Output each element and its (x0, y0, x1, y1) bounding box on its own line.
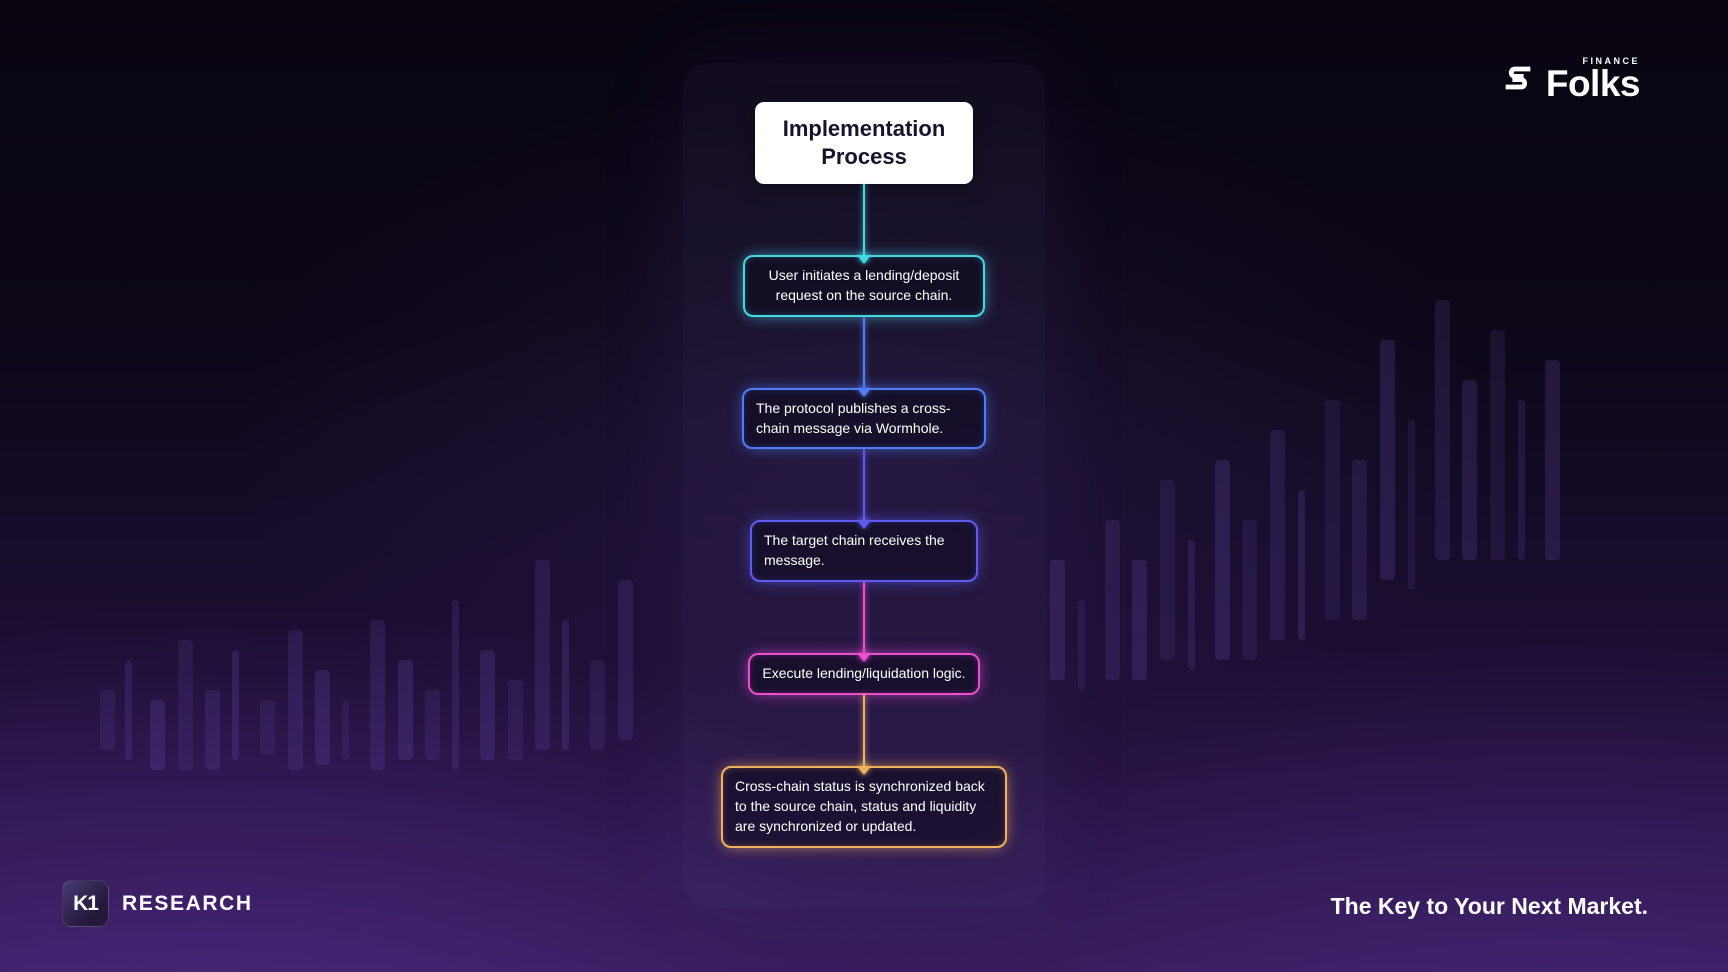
flow-step-text: Execute lending/liquidation logic. (762, 665, 966, 682)
flowchart-steps: User initiates a lending/deposit request… (721, 183, 1007, 848)
flow-step-1: User initiates a lending/deposit request… (743, 254, 985, 317)
flow-step-2: The protocol publishes a cross-chain mes… (742, 387, 986, 450)
folks-icon (1505, 66, 1531, 90)
research-logo: K1 RESEARCH (62, 880, 253, 927)
flow-arrow-3 (863, 449, 865, 521)
flow-step-text: Cross-chain status is synchronized back … (735, 778, 985, 834)
folks-wordmark: Folks (1545, 63, 1641, 104)
k1-logo-icon: K1 (62, 880, 109, 927)
flow-arrow-2 (863, 316, 865, 388)
folks-wordmark-group: FINANCE Folks (1545, 56, 1641, 104)
flow-step-5: Cross-chain status is synchronized back … (721, 766, 1007, 848)
flow-step-text: The target chain receives the message. (764, 532, 945, 569)
flow-step-text: User initiates a lending/deposit request… (768, 266, 960, 303)
flowchart-title: Implementation Process (782, 116, 946, 169)
folks-finance-label: FINANCE (1582, 56, 1640, 66)
flow-step-text: The protocol publishes a cross-chain mes… (756, 399, 951, 436)
flow-step-3: The target chain receives the message. (750, 520, 978, 583)
folks-finance-logo: FINANCE Folks (1500, 56, 1641, 104)
flow-arrow-1 (863, 183, 865, 255)
tagline: The Key to Your Next Market. (1330, 893, 1648, 919)
flow-arrow-5 (863, 695, 865, 766)
research-label: RESEARCH (122, 891, 253, 915)
flow-arrow-4 (863, 582, 865, 654)
flowchart-panel: Implementation Process User initiates a … (683, 63, 1045, 908)
flowchart-title-box: Implementation Process (755, 102, 973, 184)
